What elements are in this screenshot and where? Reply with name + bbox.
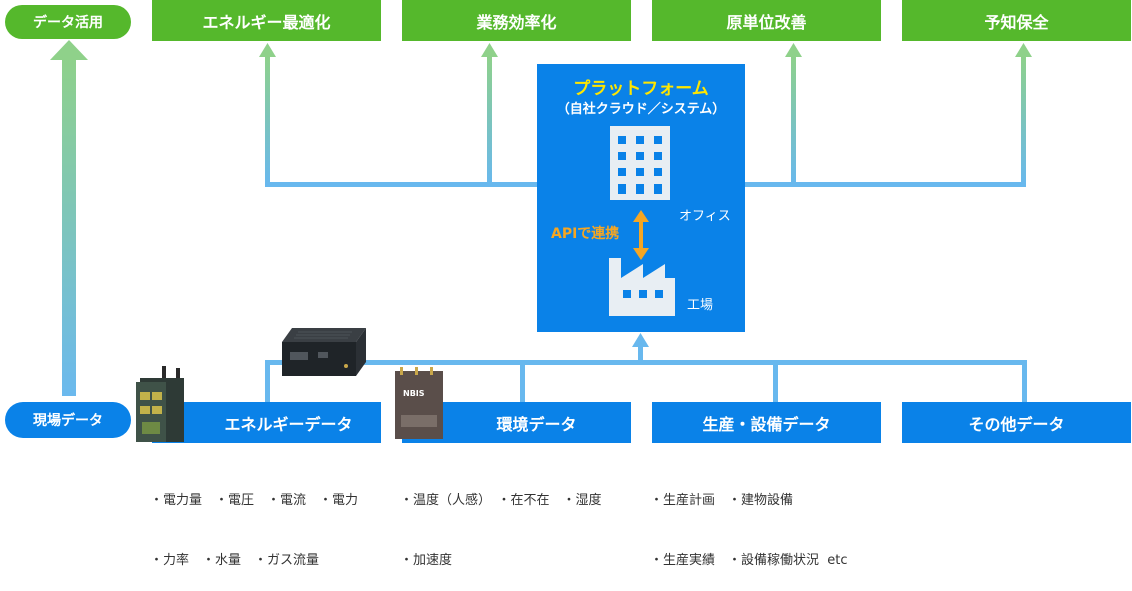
goal-energy-optimization: エネルギー最適化	[152, 0, 381, 41]
office-label: オフィス	[679, 209, 731, 224]
source-other-data: その他データ	[902, 402, 1131, 443]
device-port	[401, 415, 437, 427]
data-utilization-pill: データ活用	[5, 5, 131, 39]
list-item: ・電力量 ・電圧 ・電流 ・電力	[150, 493, 359, 508]
router-device-icon	[136, 366, 184, 442]
production-items: ・生産計画 ・建物設備 ・生産実績 ・設備稼働状況 etc	[650, 451, 848, 591]
source-production-data: 生産・設備データ	[652, 402, 881, 443]
list-item: ・力率 ・水量 ・ガス流量	[150, 553, 320, 568]
antenna-connector	[430, 367, 433, 375]
api-link-label: APIで連携	[551, 226, 620, 242]
upper-connectors	[259, 43, 1032, 404]
antenna-connector	[415, 367, 418, 375]
platform-subtitle: （自社クラウド／システム）	[556, 102, 726, 117]
field-data-pill: 現場データ	[5, 402, 131, 438]
antenna-connector	[400, 367, 403, 375]
factory-label: 工場	[687, 298, 714, 313]
list-item: ・加速度	[400, 553, 453, 568]
list-item: ・生産計画 ・建物設備	[650, 493, 794, 508]
list-item: ・温度（人感） ・在不在 ・湿度	[400, 493, 602, 508]
gradient-arrow-head-icon	[50, 40, 88, 60]
energy-items: ・電力量 ・電圧 ・電流 ・電力 ・力率 ・水量 ・ガス流量	[150, 451, 358, 591]
source-energy-data: エネルギーデータ	[152, 402, 381, 443]
platform-title: プラットフォーム	[573, 79, 709, 99]
goal-unit-improvement: 原単位改善	[652, 0, 881, 41]
factory-icon	[609, 258, 675, 316]
double-arrow-icon	[633, 210, 649, 260]
list-item: ・生産実績 ・設備稼働状況 etc	[650, 553, 848, 568]
platform-box: プラットフォーム （自社クラウド／システム） オフィス APIで連携 工場	[537, 64, 745, 332]
office-building-icon	[610, 126, 670, 200]
goal-work-efficiency: 業務効率化	[402, 0, 631, 41]
box-pc-device-icon	[282, 328, 366, 376]
goal-predictive-maintenance: 予知保全	[902, 0, 1131, 41]
gradient-arrow-shaft	[62, 56, 76, 396]
nbis-device-icon: NBIS	[395, 367, 443, 439]
environment-items: ・温度（人感） ・在不在 ・湿度 ・加速度	[400, 451, 602, 591]
device-brand-label: NBIS	[403, 389, 425, 398]
